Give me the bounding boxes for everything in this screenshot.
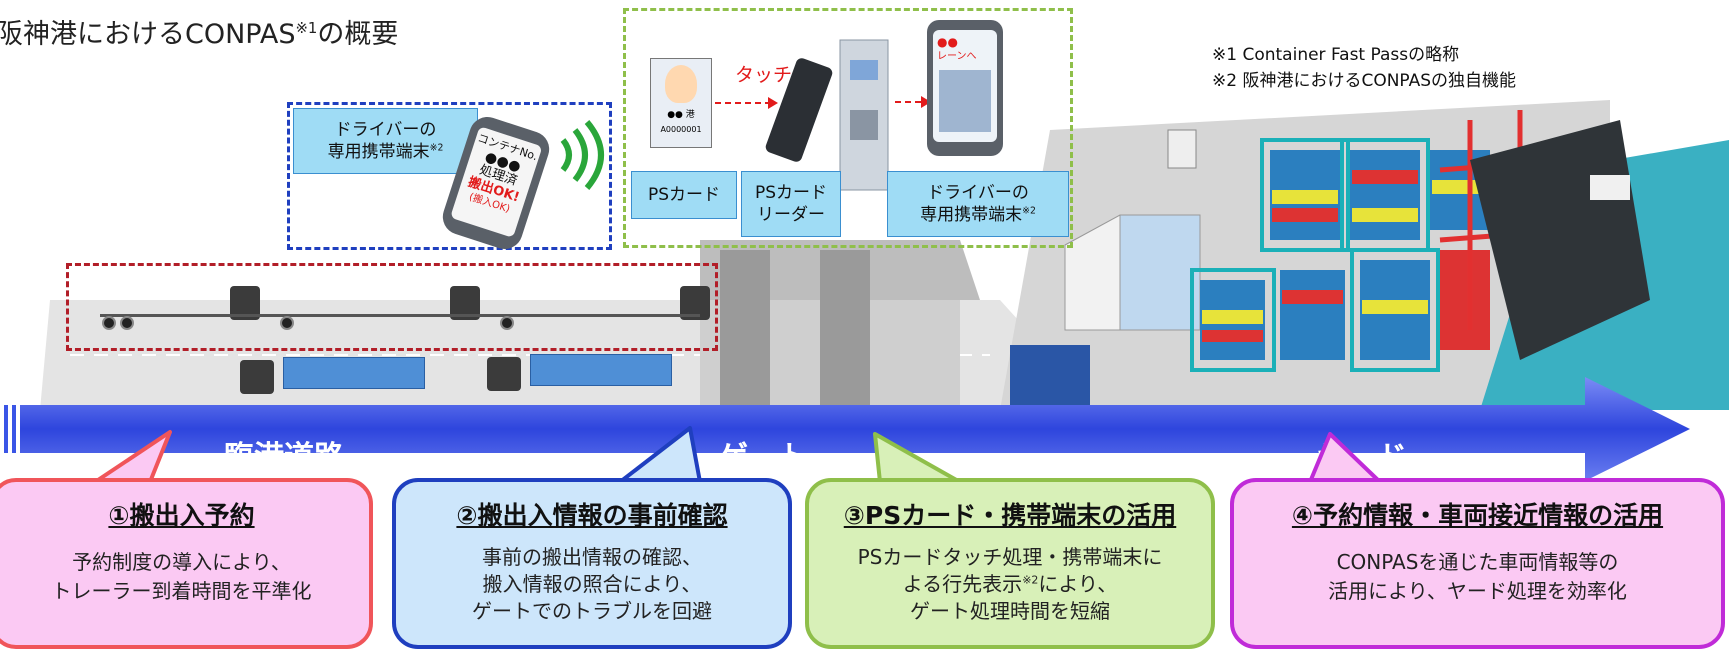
wireless-signal-icon [560, 120, 604, 190]
kiosk-screen [850, 60, 878, 80]
truck-cab [240, 360, 274, 394]
truck-wheel [120, 316, 134, 330]
gate-process-frame [623, 8, 1073, 248]
driver-phone-right-screen: ●●レーンへ [933, 30, 997, 142]
gate-truck-container [1010, 345, 1090, 405]
driver-terminal-label-right: ドライバーの専用携帯端末※2 [887, 171, 1069, 237]
driver-terminal-label-left: ドライバーの専用携帯端末※2 [293, 108, 478, 174]
truck-cab [487, 357, 521, 391]
card-body: PSカードタッチ処理・携帯端末に よる行先表示※2により、 ゲート処理時間を短縮 [857, 545, 1163, 623]
card-body: 事前の搬出情報の確認、 搬入情報の照合により、 ゲートでのトラブルを回避 [472, 545, 712, 623]
truck-wheel [500, 316, 514, 330]
ps-card-image: ●● 港 A0000001 [650, 58, 712, 148]
card-heading: ③PSカード・携帯端末の活用 [843, 501, 1177, 530]
container-on-truck-1 [283, 357, 425, 389]
flow-arrow [4, 377, 1690, 481]
footnote-2: ※2 阪神港におけるCONPASの独自機能 [1212, 71, 1517, 91]
container-on-truck-2 [530, 354, 672, 386]
kiosk-panel [850, 110, 878, 140]
ps-card-label: PSカード [631, 171, 737, 219]
card-photo [665, 65, 697, 103]
ship-bridge [1590, 175, 1630, 200]
stage-label-gate: ゲート [718, 440, 808, 475]
touch-arrows [715, 97, 778, 109]
touch-label: タッチ [735, 64, 793, 86]
card-reservation: ①搬出入予約 予約制度の導入により、 トレーラー到着時間を平準化 [0, 478, 373, 649]
card-heading: ④予約情報・車両接近情報の活用 [1291, 501, 1664, 530]
truck-wheel [102, 316, 116, 330]
reader-arrow [895, 96, 931, 108]
driver-phone-right: ●●レーンへ [927, 20, 1003, 156]
card-heading: ①搬出入予約 [108, 501, 255, 530]
queued-trucks-frame [66, 263, 718, 351]
lane-map [939, 70, 991, 132]
card-ps-card-terminal: ③PSカード・携帯端末の活用 PSカードタッチ処理・携帯端末に よる行先表示※2… [805, 478, 1215, 649]
card-heading: ②搬出入情報の事前確認 [456, 501, 728, 530]
footnote-1: ※1 Container Fast Passの略称 [1212, 45, 1460, 65]
warehouse-side [1119, 214, 1201, 331]
page-title: 阪神港におけるCONPAS※1の概要 [0, 19, 399, 50]
card-body: 予約制度の導入により、 トレーラー到着時間を平準化 [51, 550, 312, 603]
queued-trucks [80, 280, 710, 340]
trailer-chassis [100, 314, 700, 317]
stage-label-road: 臨港道路 [224, 440, 344, 475]
card-prior-check: ②搬出入情報の事前確認 事前の搬出情報の確認、 搬入情報の照合により、 ゲートで… [392, 478, 792, 649]
card-vehicle-info: ④予約情報・車両接近情報の活用 CONPASを通じた車両情報等の 活用により、ヤ… [1230, 478, 1725, 649]
yard-building [1167, 129, 1197, 169]
gate-pillar-right [820, 250, 870, 410]
ps-card-reader-label: PSカードリーダー [741, 171, 841, 237]
gate-pillar-left [720, 250, 770, 410]
card-body: CONPASを通じた車両情報等の 活用により、ヤード処理を効率化 [1328, 550, 1627, 603]
truck-wheel [280, 316, 294, 330]
driver-terminal-frame [287, 102, 612, 250]
rtg-cranes [1190, 138, 1440, 372]
